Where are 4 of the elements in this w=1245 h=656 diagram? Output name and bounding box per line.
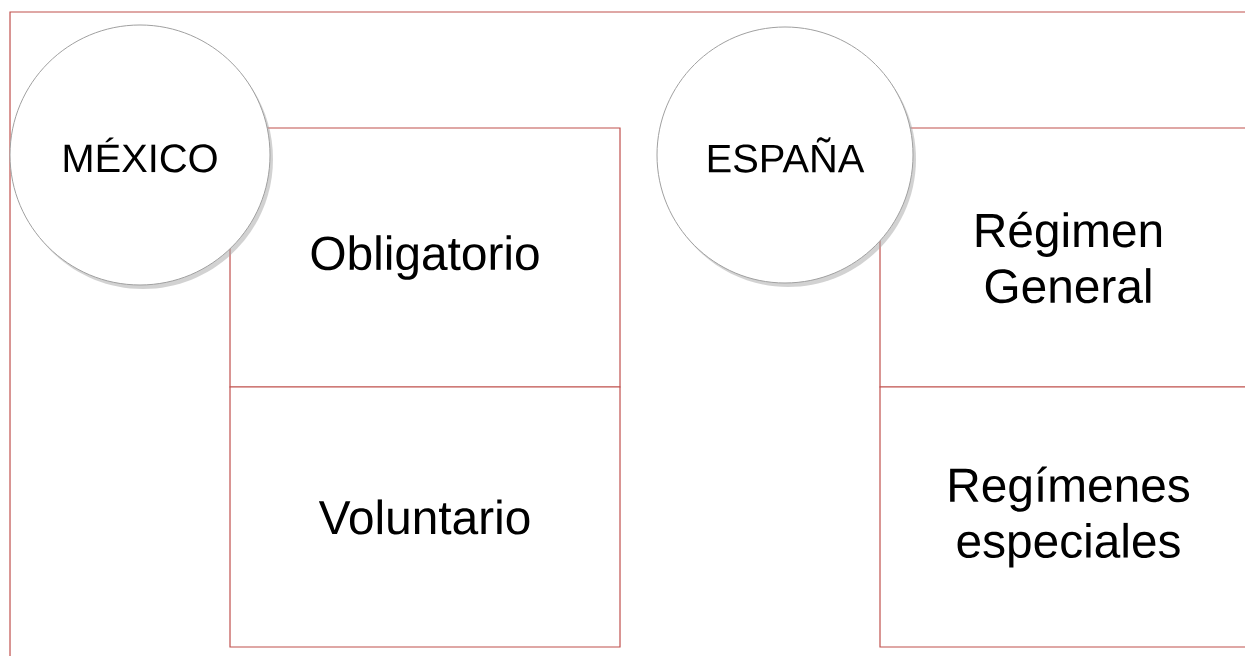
text-box: Obligatorio <box>229 127 621 388</box>
text-box: Régimen General <box>879 127 1245 388</box>
text-box: Voluntario <box>229 386 621 648</box>
text-box: Regímenes especiales <box>879 386 1245 648</box>
